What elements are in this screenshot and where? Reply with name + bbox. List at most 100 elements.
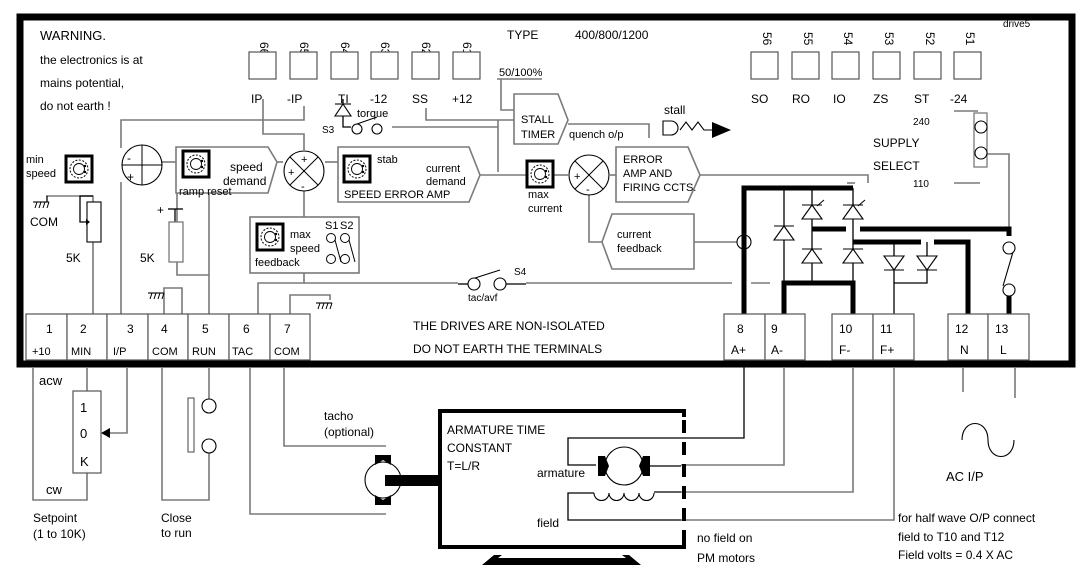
torque-limit: torque S3: [322, 99, 388, 136]
stab-trimpot-icon[interactable]: [342, 154, 372, 184]
s2-switch[interactable]: [348, 239, 356, 263]
resistor-5k-b: [168, 221, 184, 263]
min-speed-label-2: speed: [26, 168, 56, 180]
terminal-number: 54: [841, 32, 855, 46]
bottom-terminal-13[interactable]: 13 L: [987, 313, 1030, 361]
max-speed-trimpot-icon[interactable]: [255, 222, 285, 252]
terminal-label: +12: [452, 92, 473, 106]
stab-label: stab: [377, 154, 398, 166]
terminal-pad[interactable]: [330, 51, 359, 80]
plus-sign: +: [127, 170, 134, 184]
terminal-number: 6: [243, 322, 250, 336]
min-speed-trimpot-icon[interactable]: [64, 154, 94, 184]
half-wave-note-3: Field volts = 0.4 X AC: [898, 548, 1013, 562]
supply-select-link[interactable]: [973, 112, 988, 168]
ramp-trimpot-icon[interactable]: [181, 149, 211, 179]
bottom-terminal-2[interactable]: 2 MIN: [66, 313, 108, 361]
motor-title-2: CONSTANT: [447, 441, 513, 455]
speed-demand-ramp-block: speed demand ramp reset: [175, 146, 278, 198]
top-terminal-56: 56 SO: [750, 32, 779, 106]
max-current-trimpot-icon[interactable]: [525, 159, 555, 189]
terminal-label: COM: [152, 346, 178, 358]
ground-icon: [32, 201, 50, 209]
bottom-terminal-6[interactable]: 6 TAC: [228, 313, 271, 361]
terminal-pad[interactable]: [452, 51, 481, 80]
ground-icon: [147, 292, 165, 300]
terminal-pad[interactable]: [370, 51, 399, 80]
terminal-pad[interactable]: [248, 51, 277, 80]
run-switch[interactable]: [187, 397, 217, 454]
s3-switch[interactable]: [356, 116, 378, 125]
max-speed-label-1: max: [290, 229, 311, 241]
top-terminals-right: 56 SO 55 RO 54 IO 53 ZS 52 ST 51 -24: [750, 32, 982, 106]
supply-select-label-1: SUPPLY: [873, 136, 919, 150]
terminal-label: -24: [950, 92, 968, 106]
terminal-pad[interactable]: [411, 51, 440, 80]
warning-line-2: mains potential,: [40, 76, 124, 90]
max-speed-label-2: speed: [290, 243, 320, 255]
terminal-pad[interactable]: [913, 51, 942, 80]
diode-icon: [773, 225, 795, 241]
fuse-contact: [1002, 283, 1016, 297]
bottom-terminal-4[interactable]: 4 COM: [147, 313, 189, 361]
stall-setting-label: 50/100%: [499, 67, 543, 79]
bottom-terminal-12[interactable]: 12 N: [947, 313, 989, 361]
error-amp-label-3: FIRING CCTS.: [623, 182, 696, 194]
field-winding-icon: [567, 491, 681, 521]
warning-line-3: do not earth !: [40, 99, 111, 113]
terminal-number: 5: [202, 322, 209, 336]
pot-digit-2: 0: [80, 426, 87, 441]
plus-sign: +: [301, 154, 307, 166]
terminal-pad[interactable]: [289, 51, 318, 80]
bottom-terminal-7[interactable]: 7 COM: [269, 313, 311, 361]
terminal-number: 53: [882, 32, 896, 46]
s1-switch[interactable]: [334, 239, 342, 263]
top-terminal-53: 53 ZS: [872, 32, 901, 106]
type-label: TYPE: [507, 28, 538, 42]
feedback-label: feedback: [255, 257, 300, 269]
terminal-label: ST: [914, 92, 930, 106]
half-wave-note-1: for half wave O/P connect: [898, 511, 1036, 525]
terminal-pad[interactable]: [872, 51, 901, 80]
terminal-label: MIN: [71, 346, 91, 358]
bottom-terminal-9[interactable]: 9 A-: [764, 313, 806, 361]
mains-switch[interactable]: [1002, 251, 1014, 287]
minus-sign: -: [301, 181, 305, 193]
s2-contact: [340, 233, 350, 243]
top-terminal-62: 62 SS: [411, 42, 440, 106]
terminal-label: RO: [792, 92, 810, 106]
terminal-pad[interactable]: [791, 51, 820, 80]
close-to-run-label-2: to run: [161, 526, 192, 540]
bottom-terminal-3[interactable]: 3 I/P: [106, 313, 149, 361]
cw-label: cw: [46, 482, 63, 497]
s3-contact: [371, 123, 383, 135]
drawing-id: drive5: [1003, 19, 1031, 30]
bottom-terminal-10[interactable]: 10 F-: [831, 313, 874, 361]
terminal-label: SO: [751, 92, 768, 106]
ground-icon: [315, 302, 333, 310]
warning-title: WARNING.: [40, 28, 106, 43]
bottom-terminal-1[interactable]: 1 +10: [25, 313, 68, 361]
terminal-number: 9: [771, 322, 778, 336]
s4-switch[interactable]: [458, 269, 526, 291]
terminal-pad[interactable]: [831, 51, 860, 80]
warning-line-1: the electronics is at: [40, 53, 143, 67]
motor-title-1: ARMATURE TIME: [447, 423, 545, 437]
supply-select-label-2: SELECT: [873, 159, 920, 173]
terminal-pad[interactable]: [953, 51, 982, 80]
terminal-label: +10: [32, 346, 51, 358]
wiper-arrow-icon: [101, 428, 110, 438]
terminal-number: 51: [963, 32, 977, 46]
current-feedback-label-2: feedback: [617, 243, 662, 255]
terminal-number: 7: [284, 322, 291, 336]
bottom-terminal-5[interactable]: 5 RUN: [187, 313, 230, 361]
bottom-terminal-11[interactable]: 11 F+: [872, 313, 915, 361]
top-terminal-54: 54 IO: [831, 32, 860, 106]
setpoint-pot[interactable]: [72, 390, 102, 474]
terminal-number: 11: [880, 322, 893, 336]
speed-error-amp-block: stab current demand SPEED ERROR AMP: [337, 146, 481, 203]
terminal-label: A+: [731, 343, 746, 357]
terminal-pad[interactable]: [750, 51, 779, 80]
bottom-terminal-8[interactable]: 8 A+: [723, 313, 766, 361]
error-amp-label-1: ERROR: [623, 154, 663, 166]
